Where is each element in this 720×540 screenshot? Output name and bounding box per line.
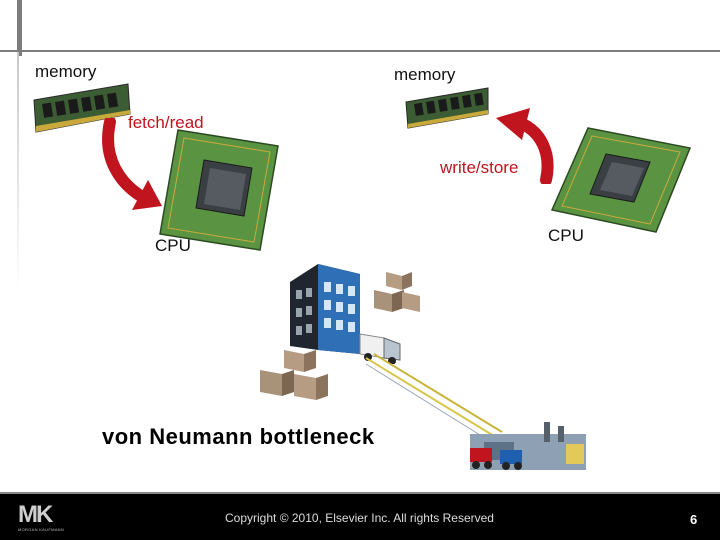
decor-horizontal-bar bbox=[0, 50, 720, 52]
cpu-chip-icon bbox=[159, 129, 279, 251]
cpu-label-left: CPU bbox=[155, 236, 191, 255]
fetch-read-label: fetch/read bbox=[128, 113, 204, 132]
memory-label-right: memory bbox=[394, 65, 456, 84]
write-store-label: write/store bbox=[440, 158, 519, 177]
slide-title: von Neumann bottleneck bbox=[102, 424, 375, 449]
boxes-icon bbox=[374, 272, 420, 312]
copyright-text: Copyright © 2010, Elsevier Inc. All righ… bbox=[225, 511, 494, 525]
delivery-truck-icon bbox=[359, 333, 401, 364]
cpu-label-right: CPU bbox=[548, 226, 584, 245]
office-building-icon bbox=[290, 264, 360, 354]
memory-label-left: memory bbox=[35, 62, 97, 81]
cpu-chip-icon bbox=[550, 127, 692, 233]
logo-text: MK bbox=[18, 501, 53, 528]
boxes-icon bbox=[260, 350, 328, 400]
publisher-logo: MK MORGAN KAUFMANN bbox=[18, 501, 72, 533]
factory-icon bbox=[470, 422, 586, 470]
footer-bar bbox=[0, 494, 720, 540]
footer-divider bbox=[0, 492, 720, 494]
road-lines-icon bbox=[365, 353, 503, 441]
logo-subtitle: MORGAN KAUFMANN bbox=[18, 527, 65, 532]
memory-chip-icon bbox=[405, 87, 489, 129]
memory-chip-icon bbox=[33, 83, 131, 133]
curved-arrow-icon bbox=[496, 108, 554, 184]
page-number: 6 bbox=[690, 512, 698, 527]
decor-fade-bar bbox=[17, 52, 19, 290]
decor-vertical-bar bbox=[17, 0, 22, 56]
curved-arrow-icon bbox=[102, 118, 162, 210]
